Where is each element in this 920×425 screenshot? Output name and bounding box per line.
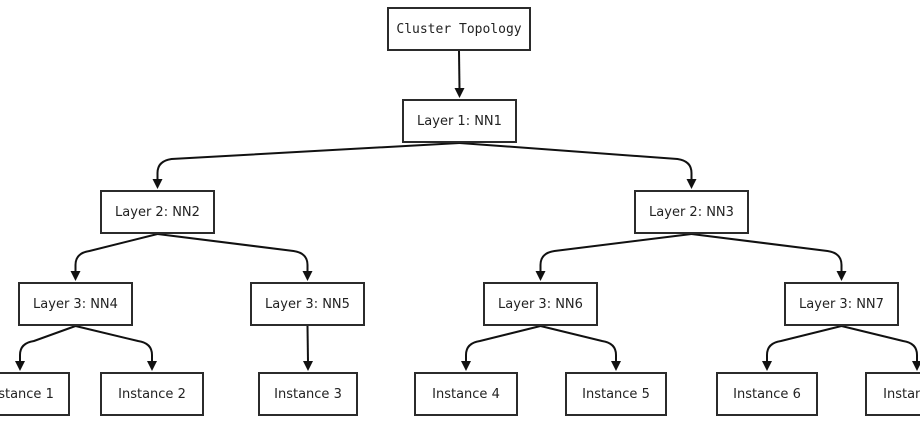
node-label: Layer 2: NN2 [115, 204, 200, 220]
arrowhead-nn5 [302, 271, 313, 281]
node-label: Cluster Topology [396, 21, 522, 37]
arrowhead-inst1 [15, 361, 25, 371]
node-cluster-topology: Cluster Topology [387, 7, 531, 51]
edge-nn2-nn4 [74, 233, 158, 272]
edge-nn6-inst5 [540, 325, 617, 362]
node-instance-2: Instance 2 [100, 372, 204, 416]
node-layer3-nn5: Layer 3: NN5 [250, 282, 365, 326]
node-instance-7: Instance 7 [865, 372, 920, 416]
edge-nn5-inst3 [306, 325, 309, 363]
arrowhead-inst3 [303, 361, 313, 371]
node-instance-1: Instance 1 [0, 372, 70, 416]
arrowhead-nn3 [686, 179, 697, 189]
edge-nn1-nn2 [156, 142, 460, 180]
node-layer3-nn6: Layer 3: NN6 [483, 282, 598, 326]
edge-nn7-inst6 [766, 325, 842, 362]
node-label: Instance 5 [582, 386, 650, 402]
edge-root-nn1 [458, 50, 461, 90]
node-label: Instance 6 [733, 386, 801, 402]
edge-nn6-inst4 [465, 325, 541, 362]
node-label: Layer 2: NN3 [649, 204, 734, 220]
edge-nn1-nn3 [459, 142, 693, 180]
node-label: Instance 1 [0, 386, 54, 402]
node-label: Layer 3: NN7 [799, 296, 884, 312]
node-instance-3: Instance 3 [258, 372, 358, 416]
arrowhead-nn7 [836, 271, 847, 281]
node-layer3-nn4: Layer 3: NN4 [18, 282, 133, 326]
node-label: Layer 3: NN5 [265, 296, 350, 312]
arrowhead-inst2 [147, 361, 157, 371]
edge-nn3-nn7 [691, 233, 843, 272]
edge-nn7-inst7 [841, 325, 918, 362]
arrowhead-inst7 [912, 361, 920, 371]
node-label: Instance 4 [432, 386, 500, 402]
node-instance-6: Instance 6 [716, 372, 818, 416]
arrowhead-nn2 [152, 179, 163, 189]
arrowhead-nn1 [454, 88, 465, 98]
node-label: Layer 1: NN1 [417, 113, 502, 129]
arrowhead-nn4 [70, 271, 81, 281]
edge-nn3-nn6 [539, 233, 692, 272]
arrowhead-inst4 [461, 361, 471, 371]
node-instance-4: Instance 4 [414, 372, 518, 416]
node-label: Layer 3: NN4 [33, 296, 118, 312]
arrowhead-nn6 [535, 271, 546, 281]
node-label: Layer 3: NN6 [498, 296, 583, 312]
edge-nn2-nn5 [157, 233, 309, 272]
node-layer2-nn3: Layer 2: NN3 [634, 190, 749, 234]
node-label: Instance 7 [883, 386, 920, 402]
arrowhead-inst6 [762, 361, 772, 371]
node-layer2-nn2: Layer 2: NN2 [100, 190, 215, 234]
node-label: Instance 3 [274, 386, 342, 402]
arrowhead-inst5 [611, 361, 621, 371]
edge-nn4-inst1 [19, 325, 76, 362]
node-layer3-nn7: Layer 3: NN7 [784, 282, 899, 326]
node-label: Instance 2 [118, 386, 186, 402]
node-layer1-nn1: Layer 1: NN1 [402, 99, 517, 143]
node-instance-5: Instance 5 [565, 372, 667, 416]
edge-nn4-inst2 [75, 325, 153, 362]
